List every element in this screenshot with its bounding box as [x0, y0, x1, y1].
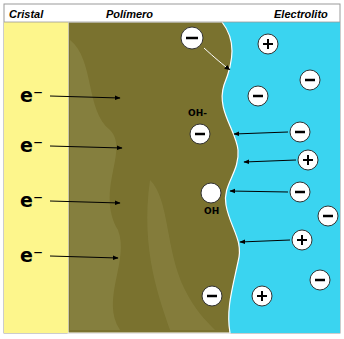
ion-arrow: [234, 132, 288, 134]
electron-label: e⁻: [20, 244, 43, 266]
electron-label: e⁻: [20, 134, 43, 156]
anion: [202, 286, 222, 306]
anion: [290, 122, 310, 142]
polymer-region: [68, 22, 239, 333]
polymer-texture: [70, 40, 121, 330]
crystal-region: [4, 22, 68, 333]
electron-arrow: [50, 146, 122, 148]
electron-arrow: [50, 201, 120, 203]
ion-arrow: [240, 240, 290, 242]
cation: [252, 286, 272, 306]
ion-arrow: [244, 160, 296, 162]
electron-arrow: [50, 256, 118, 258]
electron-arrows: [50, 96, 122, 258]
anion: [310, 270, 330, 290]
region-band: Electrolito: [226, 4, 340, 333]
anion: [300, 70, 320, 90]
electron-arrow: [50, 96, 120, 98]
ion-arrows: [204, 48, 296, 242]
anion: [190, 124, 210, 144]
electron-label: e⁻: [20, 189, 43, 211]
hydroxide-label: OH-: [188, 108, 207, 119]
electrolyte-region: [4, 22, 340, 333]
ion-arrow: [230, 191, 288, 192]
electron-label: e⁻: [20, 84, 43, 106]
anion: [318, 206, 338, 226]
ion-trail: [204, 48, 230, 70]
region-heading: Polímero: [106, 8, 153, 21]
region-heading: Cristal: [9, 8, 43, 21]
header-rule: [4, 22, 340, 23]
neutral-ion: [201, 183, 221, 203]
cation: [258, 34, 278, 54]
ions: [181, 27, 338, 306]
frame: [4, 4, 340, 333]
anion: [248, 86, 268, 106]
region-band: Polímero: [68, 4, 226, 333]
hydroxide-label: OH: [204, 206, 219, 217]
region-heading: Electrolito: [274, 8, 328, 21]
polymer-texture: [147, 180, 215, 330]
anion: [290, 182, 310, 202]
anion: [181, 27, 203, 49]
cation: [298, 150, 318, 170]
cation: [292, 230, 312, 250]
region-band: Cristal: [4, 4, 68, 333]
